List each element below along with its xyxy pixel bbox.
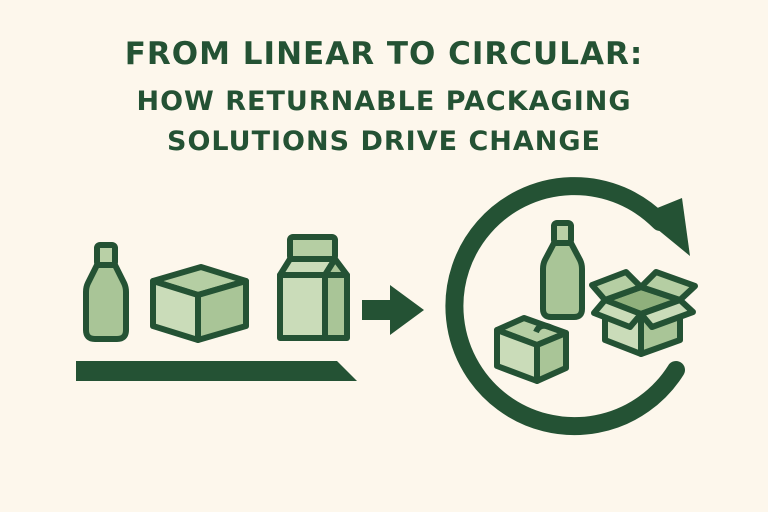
conveyor-bar [76,361,357,381]
title-line-3: SOLUTIONS DRIVE CHANGE [167,126,601,157]
open-box-icon [589,269,698,357]
right-arrow-icon [362,285,424,335]
title-line-2: HOW RETURNABLE PACKAGING [136,86,632,117]
bottle-icon [540,220,585,320]
box-icon [150,264,249,343]
circular-section [445,177,698,436]
title-line-1: FROM LINEAR TO CIRCULAR: [124,36,644,72]
circular-arrow-icon [445,177,685,436]
closed-box-icon [494,315,569,384]
bottle-icon [83,242,129,342]
milk-carton-icon [277,234,350,341]
linear-section [76,234,357,381]
